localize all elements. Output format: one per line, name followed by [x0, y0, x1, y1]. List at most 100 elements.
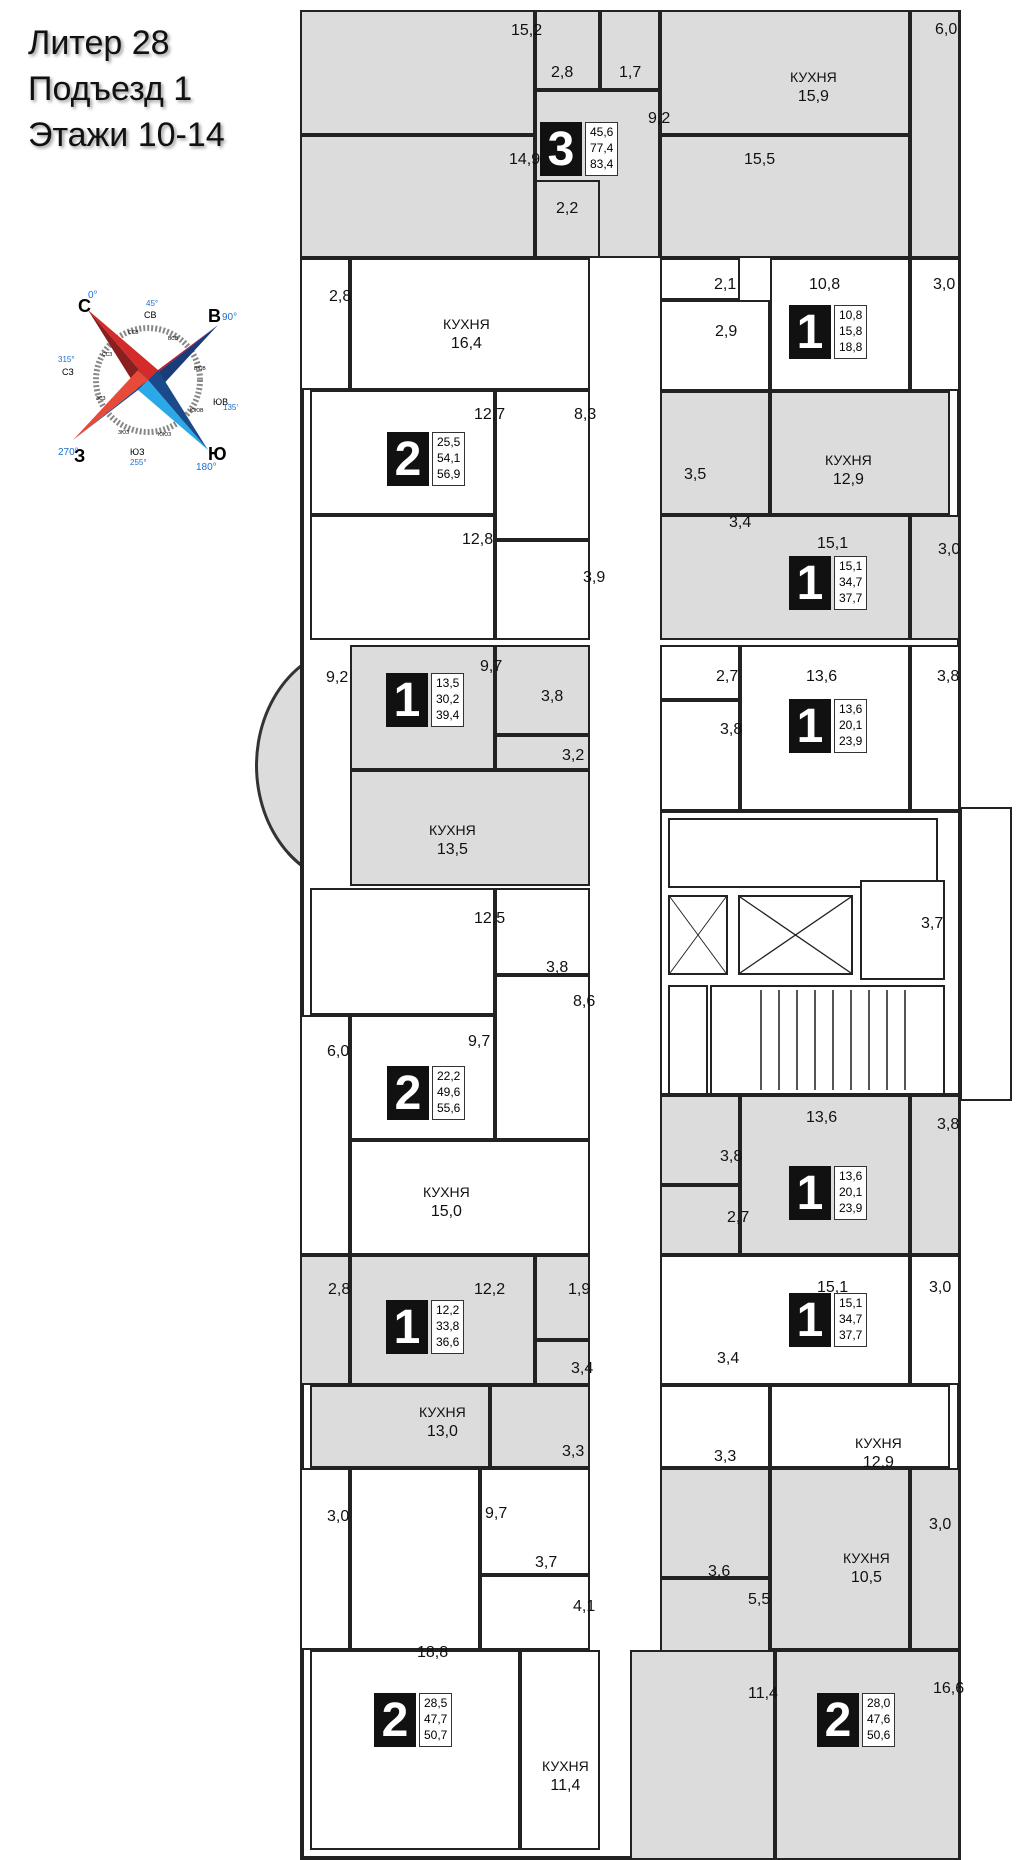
room-area-label: 15,2	[511, 22, 543, 39]
stair-step	[850, 990, 852, 1090]
room	[310, 515, 495, 640]
kitchen-area: 11,4	[550, 1776, 581, 1794]
room	[300, 1468, 350, 1650]
kitchen-area: 13,0	[426, 1422, 458, 1440]
room-area-label: 3,0	[327, 1508, 350, 1525]
room-area-label: 11,4	[748, 1685, 778, 1702]
room	[535, 10, 600, 90]
room-area-label: 3,5	[684, 466, 707, 483]
room	[495, 975, 590, 1140]
room-area-label: 3,4	[717, 1350, 740, 1367]
area-value: 15,1	[839, 559, 863, 574]
elevator-shaft-icon	[668, 895, 728, 975]
room-area-label: 3,8	[720, 721, 743, 738]
room	[660, 1095, 740, 1185]
room	[910, 645, 960, 811]
area-value: 47,7	[424, 1712, 448, 1727]
area-value: 83,4	[590, 157, 614, 172]
room-area-label: 2,1	[714, 276, 737, 293]
room-area-label: 2,8	[329, 288, 352, 305]
room	[495, 645, 590, 735]
area-value: 47,6	[867, 1712, 891, 1727]
kitchen-word: КУХНЯ	[843, 1550, 890, 1566]
room-count: 1	[386, 1300, 428, 1354]
room	[668, 818, 938, 888]
kitchen-area: 12,9	[862, 1453, 894, 1471]
room	[770, 1468, 910, 1650]
kitchen-word: КУХНЯ	[825, 452, 872, 468]
room-area-label: 3,9	[583, 569, 606, 586]
compass-rose-icon: С 0° В 90° Ю 180° З 270° СВ 45° ЮВ 135° …	[58, 290, 238, 470]
room-area-label: 9,2	[648, 110, 671, 127]
room	[660, 1185, 740, 1255]
room-count: 2	[817, 1693, 859, 1747]
area-value: 13,6	[839, 702, 863, 717]
room	[350, 1140, 590, 1255]
room-area-label: 6,0	[327, 1043, 350, 1060]
room-area-label: 12,7	[474, 406, 506, 423]
room	[480, 1575, 590, 1650]
room-area-label: 5,5	[748, 1591, 771, 1608]
room	[535, 1340, 590, 1385]
area-value: 28,0	[867, 1696, 891, 1711]
svg-text:ЮЮВ: ЮЮВ	[190, 408, 204, 414]
elevator-shaft-icon	[738, 895, 853, 975]
room	[535, 180, 600, 258]
room-area-label: 3,4	[729, 514, 752, 531]
svg-text:В: В	[208, 306, 221, 326]
area-value: 55,6	[437, 1101, 461, 1116]
compass-south-ray	[148, 370, 208, 450]
stair-step	[886, 990, 888, 1090]
room-area-label: 8,3	[574, 406, 597, 423]
stair-step	[760, 990, 762, 1090]
room-area-label: 9,2	[326, 669, 349, 686]
room	[770, 391, 950, 515]
stair-step	[904, 990, 906, 1090]
kitchen-area: 10,5	[850, 1568, 882, 1586]
room-area-label: 3,8	[937, 1116, 960, 1133]
area-value: 10,8	[839, 308, 863, 323]
room-area-label: 3,8	[720, 1148, 743, 1165]
room-area-label: 2,8	[328, 1281, 351, 1298]
room-area-label: 15,1	[817, 535, 849, 552]
room-count: 1	[789, 556, 831, 610]
room-area-label: 3,8	[546, 959, 569, 976]
svg-text:ЮЮЗ: ЮЮЗ	[158, 432, 171, 438]
area-value: 45,6	[590, 125, 614, 140]
room	[310, 888, 495, 1015]
room	[300, 258, 350, 390]
stair-step	[832, 990, 834, 1090]
room	[860, 880, 945, 980]
svg-text:ЗЮЗ: ЗЮЗ	[118, 430, 129, 436]
area-value: 49,6	[437, 1085, 461, 1100]
area-value: 37,7	[839, 1328, 863, 1343]
area-value: 34,7	[839, 1312, 863, 1327]
room	[660, 258, 740, 300]
area-value: 20,1	[839, 718, 863, 733]
room	[480, 1468, 590, 1575]
room	[910, 1468, 960, 1650]
room	[350, 258, 590, 390]
room-count: 1	[789, 305, 831, 359]
room	[660, 1255, 910, 1385]
stair-step	[778, 990, 780, 1090]
room	[495, 540, 590, 640]
area-value: 34,7	[839, 575, 863, 590]
core-room-label: 3,7	[921, 915, 944, 932]
title-building: Литер 28	[28, 24, 170, 62]
svg-text:ЮВ: ЮВ	[213, 397, 228, 407]
room-area-label: 2,8	[551, 64, 574, 81]
stair-step	[796, 990, 798, 1090]
